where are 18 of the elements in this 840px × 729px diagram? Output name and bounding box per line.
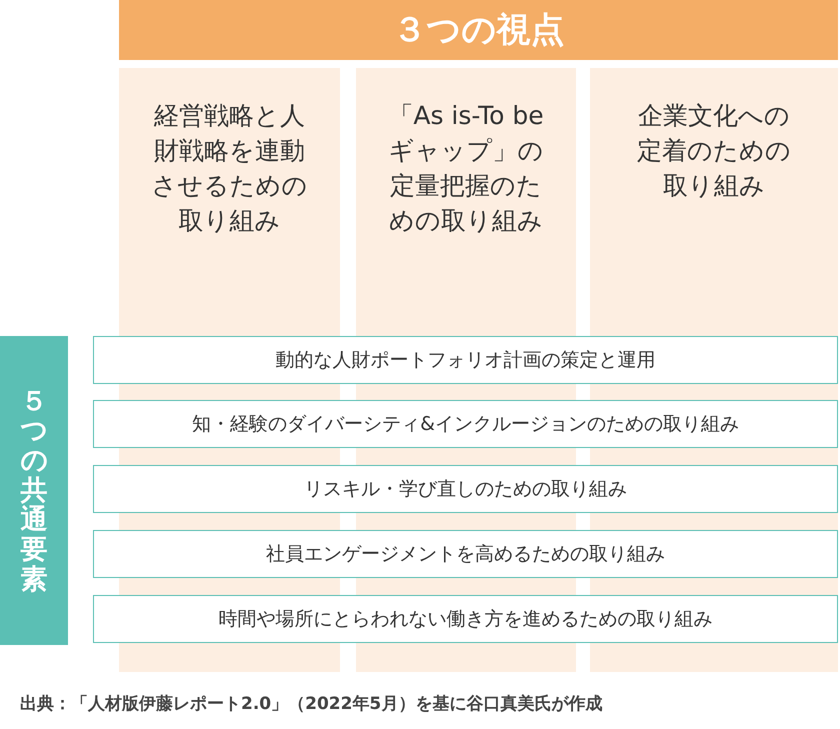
element-text: 知・経験のダイバーシティ&インクルージョンのための取り組み: [192, 412, 739, 437]
header-banner: [119, 0, 838, 60]
column-heading: 経営戦略と人財戦略を連動させるための取り組み: [150, 100, 308, 237]
source-caption: 出典：「人材版伊藤レポート2.0」（2022年5月）を基に谷口真美氏が作成: [20, 693, 602, 715]
column-heading: 「As is-To be ギャップ」の定量把握のための取り組み: [387, 100, 545, 237]
element-box: [93, 465, 838, 513]
element-box: [93, 595, 838, 643]
element-text: 動的な人財ポートフォリオ計画の策定と運用: [276, 348, 656, 373]
banner-title: ３つの視点: [392, 9, 564, 52]
side-label: ５つの共通要素: [20, 386, 48, 594]
side-label-bar: [0, 336, 68, 645]
element-box: [93, 400, 838, 448]
element-text: リスキル・学び直しのための取り組み: [304, 477, 627, 502]
element-box: [93, 530, 838, 578]
element-text: 社員エンゲージメントを高めるための取り組み: [266, 542, 665, 567]
element-text: 時間や場所にとらわれない働き方を進めるための取り組み: [218, 607, 712, 632]
element-box: [93, 336, 838, 384]
column-heading: 企業文化への定着のための取り組み: [636, 100, 792, 202]
